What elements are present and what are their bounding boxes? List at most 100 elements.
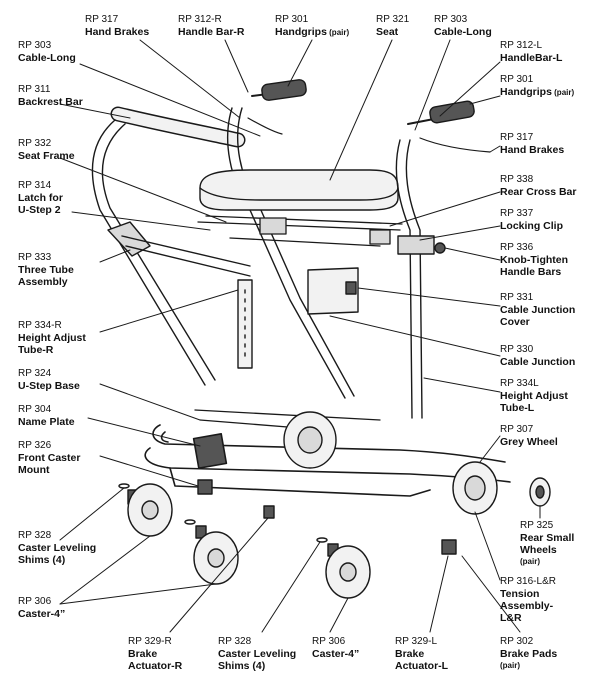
- part-name: Brake Pads(pair): [500, 648, 558, 670]
- part-name: U-Step Base: [18, 380, 80, 392]
- part-suffix: (pair): [500, 661, 520, 670]
- seat-frame: [197, 215, 403, 247]
- part-name: Handgrips (pair): [275, 26, 350, 38]
- part-name: U-Step 2: [18, 204, 61, 216]
- part-name: Assembly-: [500, 600, 554, 612]
- part-name: Caster-4”: [312, 648, 360, 660]
- part-number: RP 331: [500, 292, 534, 303]
- part-number: RP 334L: [500, 378, 539, 389]
- part-suffix: (pair): [520, 557, 540, 566]
- part-name: Cable-Long: [434, 26, 492, 38]
- part-number: RP 307: [500, 424, 534, 435]
- part-name: Caster-4”: [18, 608, 66, 620]
- part-name: Height Adjust: [500, 390, 568, 402]
- part-name: Name Plate: [18, 416, 75, 428]
- part-number: RP 332: [18, 138, 52, 149]
- grey-wheel-left: [452, 461, 498, 515]
- backrest-bar: [110, 106, 246, 148]
- part-name: Actuator-L: [395, 660, 449, 672]
- three-tube-assembly: [91, 119, 251, 386]
- part-name: Grey Wheel: [500, 436, 558, 448]
- part-number: RP 328: [218, 636, 252, 647]
- part-name: Seat: [376, 26, 399, 38]
- brake-actuator-right: [197, 479, 275, 519]
- part-number: RP 330: [500, 344, 534, 355]
- part-suffix: (pair): [551, 88, 575, 97]
- part-name: HandleBar-L: [500, 52, 563, 64]
- part-name: Wheels(pair): [520, 544, 574, 568]
- part-number: RP 317: [500, 132, 534, 143]
- part-number: RP 306: [312, 636, 346, 647]
- part-name: Height Adjust: [18, 332, 86, 344]
- part-name: Rear Small: [520, 532, 575, 544]
- part-name: Rear Cross Bar: [500, 186, 577, 198]
- part-name: Handgrips (pair): [500, 86, 575, 98]
- part-number: RP 338: [500, 174, 534, 185]
- part-name: Brake: [128, 648, 158, 660]
- part-name: Caster Leveling: [18, 542, 97, 554]
- part-number: RP 321: [376, 14, 410, 25]
- part-name: Cover: [500, 316, 530, 328]
- part-number: RP 329-L: [395, 636, 438, 647]
- caster-2: [184, 519, 239, 585]
- part-number: RP 301: [275, 14, 309, 25]
- part-name: L&R: [500, 612, 522, 624]
- part-name: Backrest Bar: [18, 96, 83, 108]
- part-name: Caster Leveling: [218, 648, 297, 660]
- part-name: Hand Brakes: [85, 26, 150, 38]
- part-number: RP 303: [18, 40, 52, 51]
- part-number: RP 302: [500, 636, 534, 647]
- caster-3: [316, 537, 371, 599]
- part-name: Shims (4): [18, 554, 66, 566]
- part-number: RP 317: [85, 14, 119, 25]
- part-name: Locking Clip: [500, 220, 563, 232]
- part-number: RP 304: [18, 404, 52, 415]
- height-adjust-tube-right: [237, 279, 253, 369]
- part-name: Tube-R: [18, 344, 54, 356]
- part-name: Cable-Long: [18, 52, 76, 64]
- part-name: Front Caster: [18, 452, 81, 464]
- part-number: RP 324: [18, 368, 52, 379]
- part-number: RP 312-L: [500, 40, 543, 51]
- part-number: RP 306: [18, 596, 52, 607]
- part-name: Seat Frame: [18, 150, 75, 162]
- part-name: Mount: [18, 464, 50, 476]
- part-number: RP 301: [500, 74, 534, 85]
- part-number: RP 326: [18, 440, 52, 451]
- part-name: Assembly: [18, 276, 68, 288]
- part-name: Brake: [395, 648, 425, 660]
- part-name: Tube-L: [500, 402, 535, 414]
- part-number: RP 303: [434, 14, 468, 25]
- cable-junction-cover: [307, 267, 359, 315]
- part-name: Tension: [500, 588, 540, 600]
- part-number: RP 314: [18, 180, 52, 191]
- part-name: Cable Junction: [500, 304, 576, 316]
